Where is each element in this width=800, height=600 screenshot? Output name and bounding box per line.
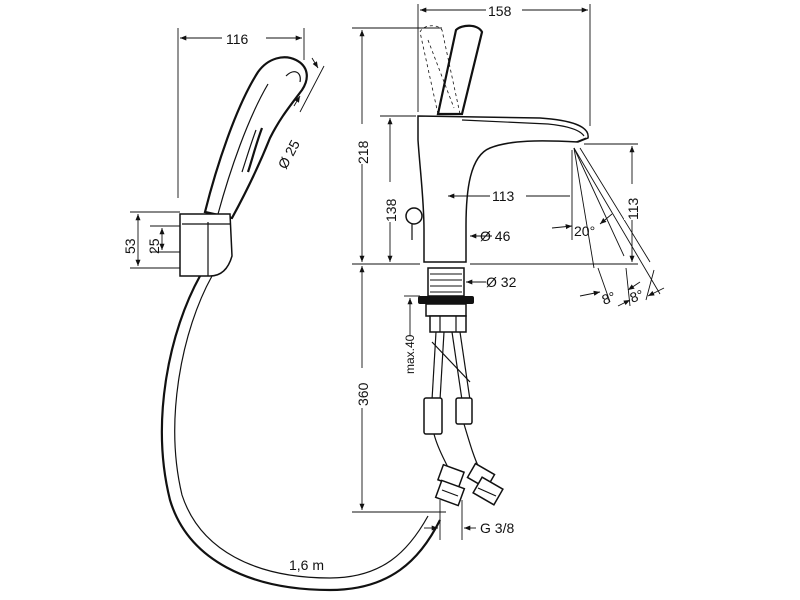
dim-connection-thread: G 3/8 [480,520,514,536]
fixing-nut [429,315,467,333]
supply-hose-right [451,331,463,401]
g38-fitting-left [434,463,466,507]
dim-body-diameter: Ø 46 [480,228,511,244]
dim-spout-height-side: 138 [383,198,399,222]
faucet-lever [436,24,484,116]
faucet [405,24,589,507]
dim-faucet-width: 158 [488,3,512,19]
hose-connector-left [423,397,443,435]
hose-connector-right [455,397,473,425]
dim-holder-inner: 25 [146,238,162,254]
hand-shower-head [203,56,308,220]
dim-handshower-diameter: Ø 25 [275,137,303,171]
popup-knob [405,207,423,225]
dim-spray-angle: 20° [574,223,595,239]
g38-fitting-right [466,462,504,506]
dim-tilt-left: 8° [600,288,618,308]
spray-fan [573,147,661,295]
faucet-body [417,115,589,263]
supply-hose-left [431,331,437,401]
wall-holder [179,213,233,277]
base-nut [427,267,465,297]
dim-hose-length: 1,6 m [289,557,324,573]
dim-faucet-height: 218 [355,140,371,164]
shower-hose [160,275,441,592]
hand-shower [160,56,441,592]
dim-shank-diameter: Ø 32 [486,274,517,290]
dim-holder-height: 53 [122,238,138,254]
dim-max-deck: max.40 [403,334,417,374]
faucet-dimensions: 158 218 138 113 113 Ø 46 20° [352,2,665,540]
dim-shank-length: 360 [355,382,371,406]
dim-tilt-right: 8° [628,286,646,306]
dim-handshower-width: 116 [226,31,249,47]
dim-spout-height-right: 113 [625,197,641,220]
gasket [418,296,474,304]
hand-shower-dimensions: 116 Ø 25 53 25 1,6 m [122,28,325,573]
dim-spout-reach: 113 [492,188,515,204]
